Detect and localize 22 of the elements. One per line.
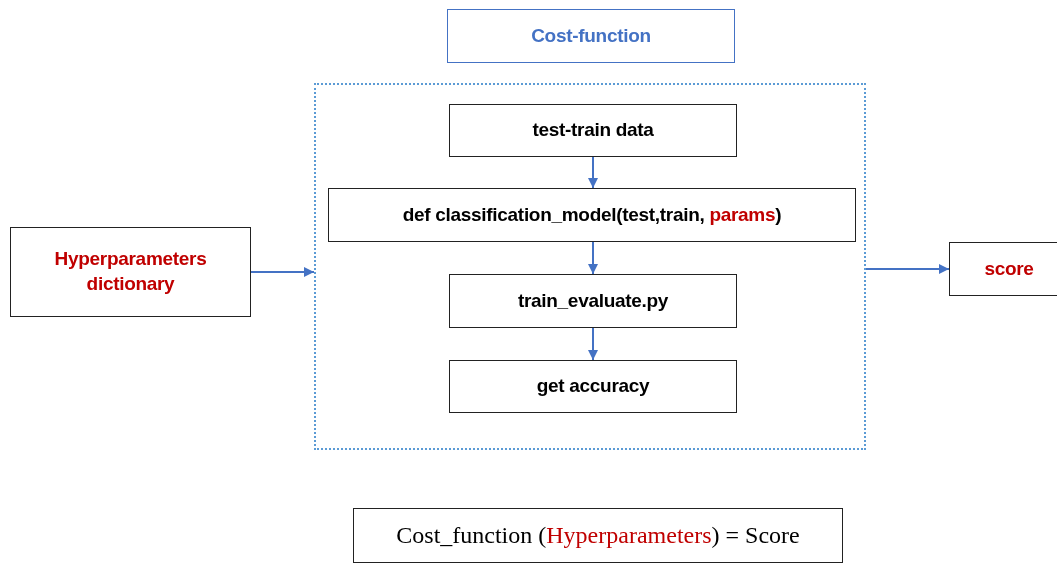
node-label: Cost-function [531, 23, 651, 48]
process-box [328, 188, 856, 242]
node-label: Hyperparameters dictionary [53, 247, 208, 296]
node-label: test-train data [532, 118, 654, 143]
arrow [865, 264, 950, 274]
input-box [10, 227, 251, 317]
arrow [588, 241, 598, 275]
formula-text: Cost_function (Hyperparameters) = Score [396, 520, 800, 550]
process-box [449, 104, 737, 157]
arrow [588, 156, 598, 189]
group-container [314, 83, 866, 450]
node-label: score [984, 256, 1034, 281]
arrow [250, 267, 315, 277]
process-box [449, 360, 737, 413]
title-box [447, 9, 735, 63]
formula-box [353, 508, 843, 563]
node-label: train_evaluate.py [517, 288, 669, 313]
process-box [449, 274, 737, 328]
output-box [949, 242, 1057, 296]
node-label: get accuracy [536, 374, 650, 399]
node-label: def classification_model(test,train, params) [402, 202, 782, 227]
arrow [588, 327, 598, 361]
